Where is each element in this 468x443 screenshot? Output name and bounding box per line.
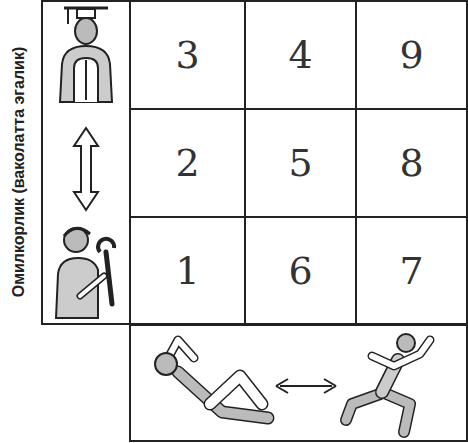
cell-number: 7 (399, 252, 423, 290)
grid-cell: 5 (244, 108, 357, 218)
running-figure (346, 334, 430, 432)
arrow-head-right (324, 379, 336, 393)
resting-knee-outline (210, 376, 262, 404)
mortarboard-top (64, 7, 108, 10)
worker-cap (64, 228, 90, 236)
resting-figure (155, 340, 268, 418)
manager-head (75, 18, 97, 44)
cell-number: 8 (399, 144, 423, 182)
mortarboard-tassel (67, 8, 69, 24)
grid-cell: 9 (355, 0, 468, 110)
arrow-shaft (280, 385, 332, 387)
cell-number: 1 (175, 252, 199, 290)
resting-leg-outline (178, 372, 268, 418)
worker-arm-outline (80, 276, 104, 296)
manager-tie (85, 60, 87, 100)
axis-label: Омилкорлик (ваколатта эгалик) (10, 47, 28, 298)
grid-cell: 1 (129, 216, 246, 326)
cell-number: 6 (288, 252, 312, 290)
grid-cell: 8 (355, 108, 468, 218)
cell-number: 2 (175, 144, 199, 182)
manager-body (60, 46, 112, 102)
cell-number: 5 (288, 144, 312, 182)
wrench-jaw (98, 239, 114, 252)
running-front-leg (382, 392, 410, 432)
resting-knee (210, 376, 262, 404)
resting-leg (178, 372, 268, 418)
horizontal-double-arrow (276, 379, 336, 393)
worker-arm (80, 276, 104, 296)
vertical-double-arrow (74, 128, 98, 210)
grid-cell: 7 (355, 216, 468, 326)
grid-cell: 4 (244, 0, 357, 110)
activity-row-frame (130, 324, 467, 441)
grid-cell: 2 (129, 108, 246, 218)
icon-column-frame (42, 1, 130, 324)
running-front-leg-outline (382, 392, 410, 432)
manager-figure (60, 8, 112, 102)
mortarboard-cap (77, 9, 95, 18)
cell-number: 3 (175, 36, 199, 74)
wrench-handle (106, 252, 112, 304)
running-head (397, 334, 415, 352)
cell-number: 9 (399, 36, 423, 74)
grid-cell: 3 (129, 0, 246, 110)
cell-number: 4 (288, 36, 312, 74)
arrow-head-left (276, 379, 288, 393)
worker-figure (56, 228, 114, 318)
resting-head (155, 353, 177, 375)
manager-shirt (74, 58, 98, 102)
grid-cell: 6 (244, 216, 357, 326)
